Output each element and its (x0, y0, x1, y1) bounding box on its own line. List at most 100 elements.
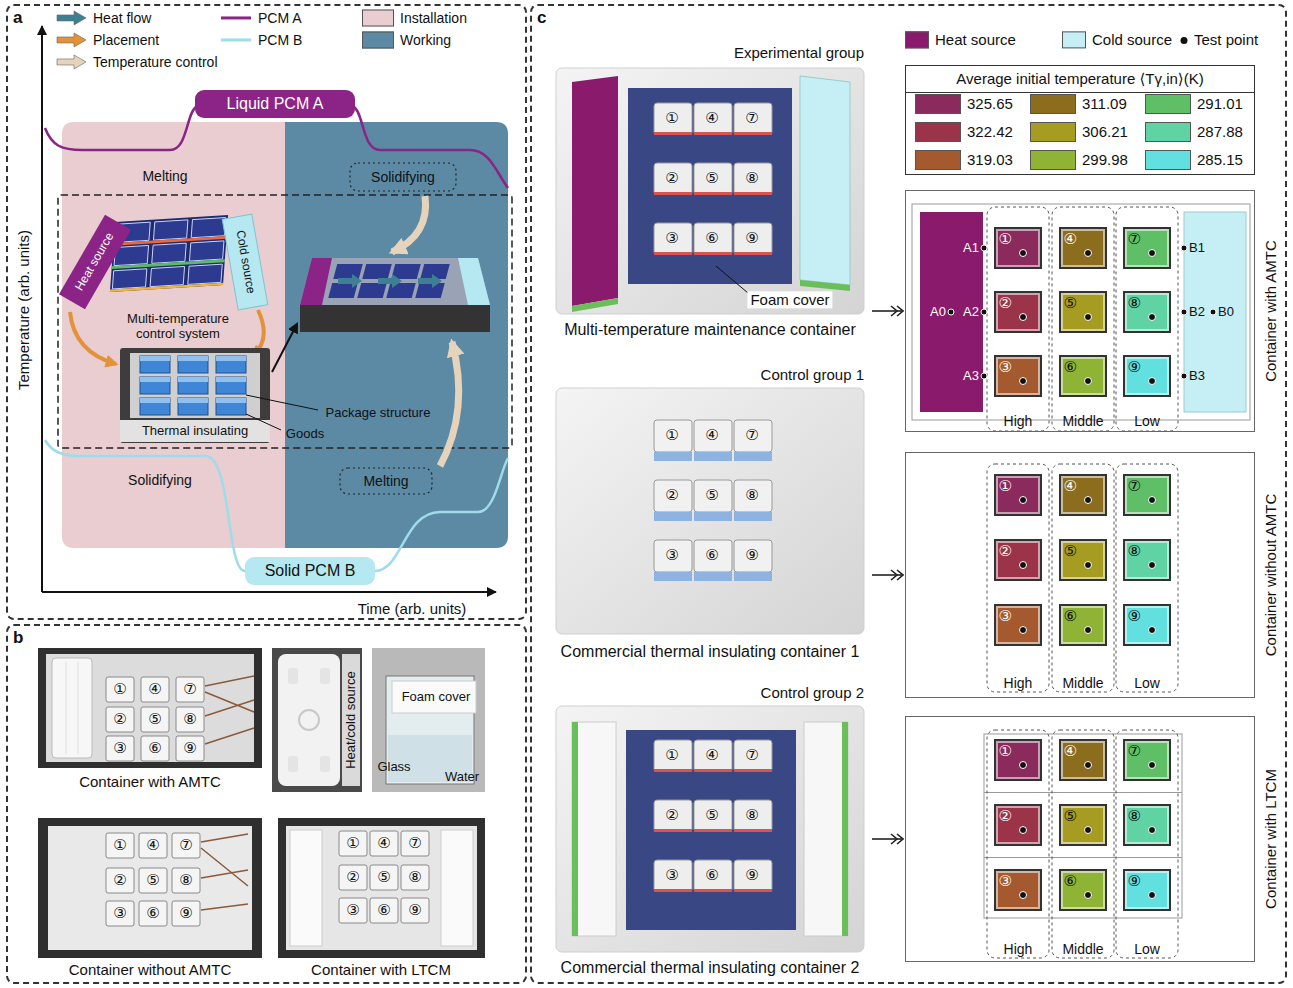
zone-label: Low (1134, 941, 1160, 957)
state-box: Solid PCM B (245, 557, 375, 585)
part-label: Cold source (233, 229, 258, 294)
arrow-sample (57, 11, 86, 25)
test-point (1148, 377, 1156, 385)
illustration-part (140, 398, 170, 415)
callout-number: ⑦ (179, 836, 192, 853)
goods-box: ⑧ (1123, 804, 1171, 846)
legend-item: Placement (55, 32, 159, 48)
illustration-part (626, 730, 796, 930)
illustration-part (110, 283, 223, 292)
panel-letter: c (537, 8, 546, 28)
illustration-part (800, 280, 850, 291)
legend-swatch (1145, 94, 1191, 114)
illustration-part (140, 377, 170, 394)
illustration-part (172, 868, 200, 893)
callout-number: ⑦ (1128, 478, 1141, 493)
illustration-part (188, 264, 223, 284)
callout-number: ⑧ (745, 169, 758, 186)
illustration-part (176, 707, 204, 732)
illustration-part (342, 654, 360, 786)
illustration-part (288, 756, 298, 772)
callout-number: ⑨ (1128, 359, 1141, 374)
illustration-part (48, 826, 252, 950)
illustration-part (112, 269, 147, 289)
legend-item: 287.88 (1145, 122, 1243, 142)
callout-number: ② (999, 543, 1012, 558)
goods-box: ⑤ (1059, 291, 1107, 333)
legend-swatch (362, 10, 394, 27)
axis-title: Temperature (arb. units) (15, 230, 32, 390)
callout-number: ② (999, 295, 1012, 310)
callout-number: ⑤ (1064, 808, 1077, 823)
test-point (1019, 761, 1027, 769)
photo-caption: Container with AMTC (79, 773, 221, 790)
illustration-part (320, 756, 330, 772)
callout-number: ⑥ (1064, 608, 1077, 623)
illustration-part (189, 241, 224, 261)
test-point-label: A3 (963, 369, 979, 384)
legend-text: 322.42 (967, 123, 1013, 140)
illustration-part (46, 654, 254, 762)
illustration-part (339, 831, 367, 856)
illustration-part (654, 163, 692, 204)
callout-number: ⑨ (408, 901, 421, 918)
illustration-part (912, 204, 1250, 420)
legend-text: 306.21 (1082, 123, 1128, 140)
illustration-part (216, 398, 246, 415)
callout-number: ① (346, 834, 359, 851)
illustration-part (556, 706, 864, 952)
dot-sample (1181, 37, 1188, 44)
callout-number: ① (665, 109, 678, 126)
legend-swatch (1062, 32, 1086, 49)
illustration-part (401, 831, 429, 856)
illustration-part (278, 654, 340, 786)
callout-number: ⑧ (1128, 295, 1141, 310)
test-point (1019, 891, 1027, 899)
illustration-part (300, 258, 490, 305)
test-point (1019, 561, 1027, 569)
callout-number: ⑦ (745, 109, 758, 126)
illustration-part (734, 163, 772, 204)
test-point (1019, 496, 1027, 504)
illustration-part (172, 833, 200, 858)
part-label: Heat source (73, 231, 117, 294)
illustration-part (139, 868, 167, 893)
illustration-part (45, 440, 245, 571)
callout-number: ④ (1064, 478, 1077, 493)
illustration-part (654, 860, 692, 901)
illustration-part (556, 388, 864, 634)
callout-number: ⑧ (1128, 808, 1141, 823)
illustration-part (353, 106, 508, 188)
illustration-part (290, 830, 322, 946)
plan-title: Container with AMTC (1262, 240, 1279, 382)
callout-number: ⑨ (1128, 608, 1141, 623)
legend-text: Temperature control (93, 54, 218, 70)
plan-view: Container without AMTC①④⑦②⑤⑧③⑥⑨ (905, 452, 1255, 698)
illustration-part (70, 312, 116, 364)
goods-box: ③ (994, 604, 1042, 646)
illustration-part (300, 258, 332, 305)
legend-swatch (362, 32, 394, 49)
illustration-part (734, 800, 772, 841)
legend-text: Working (400, 32, 451, 48)
illustration-part (440, 342, 459, 466)
phase-label: Melting (363, 473, 408, 489)
callout-number: ⑧ (745, 806, 758, 823)
photo-caption: Container with LTCM (311, 961, 451, 978)
illustration-part (948, 245, 1216, 379)
legend-text: Heat source (935, 31, 1016, 48)
part-label: Foam cover (747, 291, 832, 308)
callout-number: ③ (665, 866, 678, 883)
illustration-part (734, 223, 772, 264)
legend-item: PCM A (220, 10, 302, 26)
illustration-part (734, 103, 772, 144)
callout-number: ⑤ (705, 486, 718, 503)
illustration-part (1181, 245, 1187, 251)
illustration-part (120, 420, 270, 442)
illustration-part (222, 214, 268, 310)
zone-label: Middle (1062, 413, 1103, 429)
illustration-part (556, 68, 864, 314)
test-point (1084, 377, 1092, 385)
illustration-part (106, 901, 134, 926)
